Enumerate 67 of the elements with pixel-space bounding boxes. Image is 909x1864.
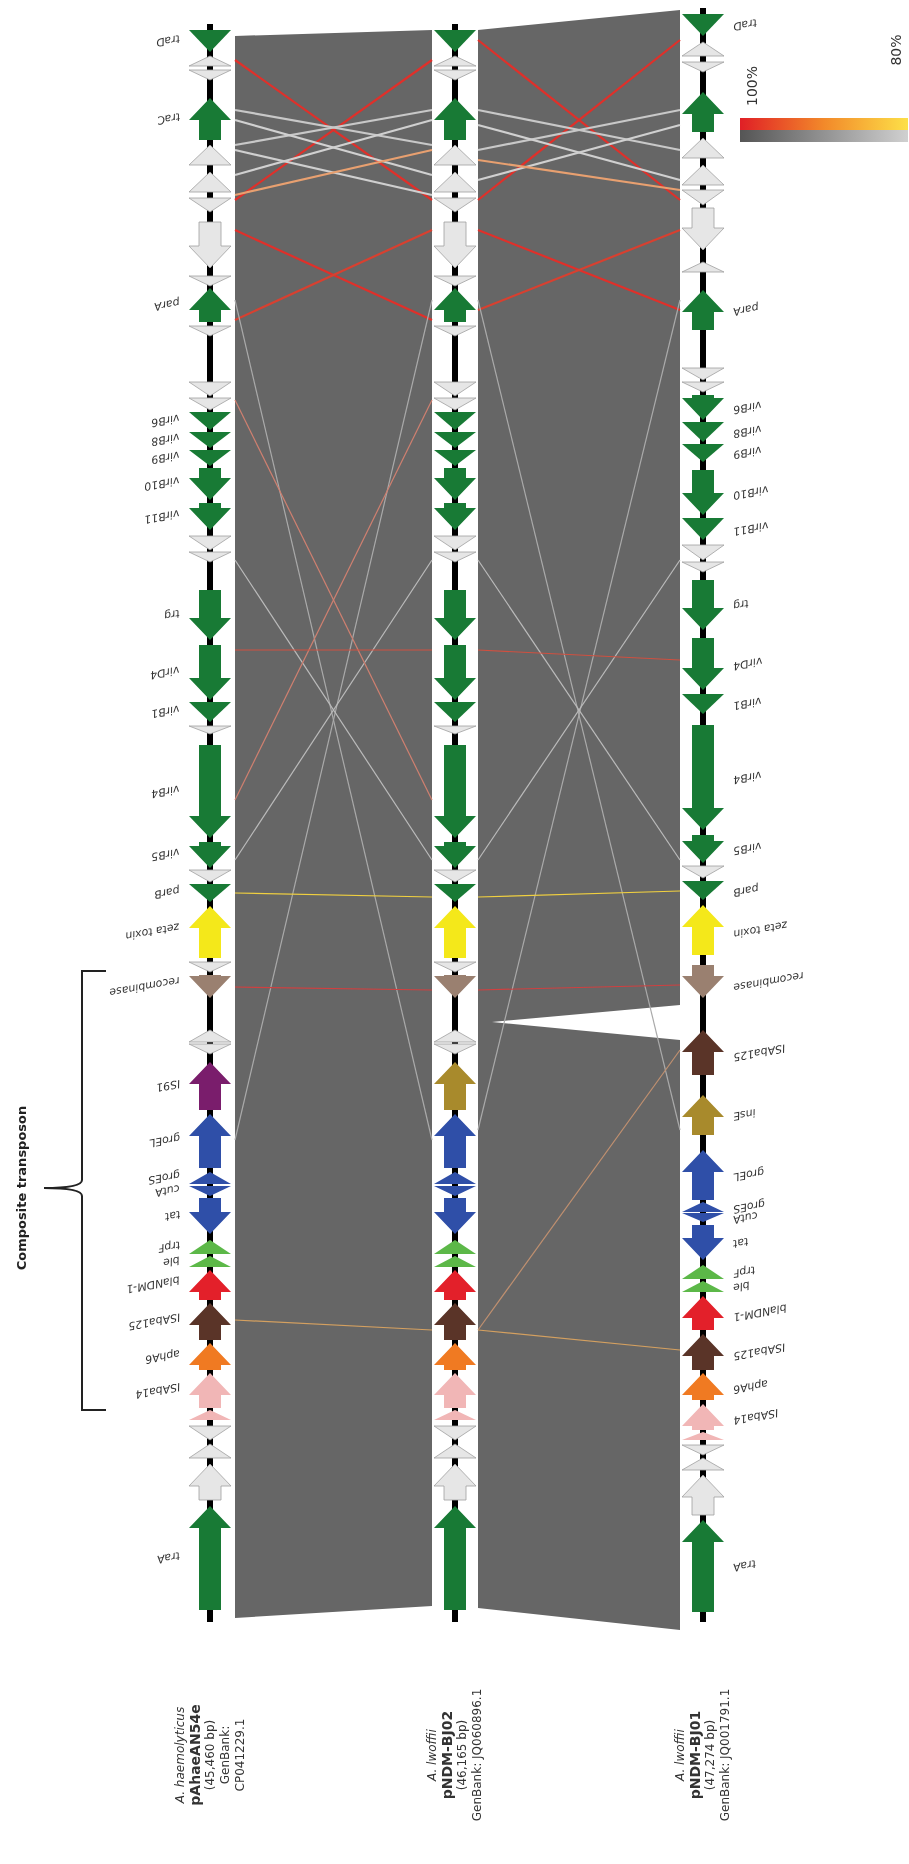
- gene-label: virB5: [150, 845, 181, 864]
- gene-label: virB6: [732, 398, 763, 416]
- gene-label: recombinase: [732, 968, 805, 994]
- gene-label: ISAba125: [732, 1041, 787, 1063]
- gene-label: traA: [155, 1549, 181, 1566]
- gene-label: aphA6: [732, 1376, 770, 1396]
- gene-label: recombinase: [108, 973, 181, 999]
- gene-label: ble: [732, 1278, 751, 1294]
- gene-label: virB4: [732, 768, 763, 786]
- gene-label: aphA6: [143, 1346, 181, 1366]
- gene-label: traD: [732, 16, 758, 33]
- gene-label: virB11: [732, 519, 770, 538]
- plasmid-caption: (45,460 bp): [202, 1719, 218, 1791]
- plasmid-caption: A. lwoffii: [673, 1728, 688, 1784]
- gene-label: virB8: [732, 422, 763, 441]
- gene-label: trg: [732, 596, 750, 613]
- plasmid-caption: pAhaeAN54e: [187, 1703, 203, 1808]
- gene-label: parB: [153, 883, 181, 902]
- plasmid-caption: GenBank: JQ001791.1: [718, 1687, 733, 1824]
- gene-label: trg: [163, 606, 181, 623]
- gene-label: virB11: [143, 506, 181, 526]
- gene-label: virB8: [150, 430, 181, 449]
- gene-label: parA: [732, 300, 760, 319]
- gene-label: traC: [155, 110, 181, 127]
- gene-label: virB6: [150, 411, 181, 430]
- gene-label: groEL: [147, 1131, 181, 1150]
- gene-label: ble: [162, 1253, 181, 1269]
- gene-label: parA: [153, 295, 181, 314]
- scale-label: 80%: [888, 34, 904, 66]
- plasmid-caption: pNDM-BJ02: [440, 1709, 455, 1802]
- gene-label: zeta toxin: [732, 918, 789, 941]
- gene-label: virB10: [143, 474, 181, 493]
- plasmid-caption: A. haemolyticus: [172, 1705, 188, 1806]
- gene-label: traD: [155, 32, 181, 49]
- gene-label: virD4: [149, 663, 181, 681]
- gene-label: IS91: [154, 1077, 181, 1094]
- gene-label: blaNDM-1: [732, 1301, 788, 1324]
- plasmid-caption: GenBank: JQ060896.1: [470, 1687, 485, 1824]
- gene-label: ISAba125: [126, 1310, 181, 1332]
- plasmid-caption: (46,165 bp): [455, 1718, 470, 1793]
- gene-label: virB4: [150, 782, 181, 800]
- gene-label: groEL: [732, 1165, 766, 1184]
- gene-label: virB10: [732, 482, 770, 502]
- gene-label: virD4: [732, 654, 764, 673]
- plasmid-caption: (47,274 bp): [703, 1718, 718, 1793]
- gene-label: virB1: [150, 702, 181, 721]
- gene-label: virB5: [732, 839, 763, 858]
- gene-label: tat: [732, 1234, 750, 1250]
- gene-label: insE: [732, 1106, 757, 1123]
- gene-label: trpF: [156, 1238, 181, 1255]
- gene-label: blaNDM-1: [125, 1273, 181, 1296]
- scale-label: 100%: [744, 66, 760, 106]
- plasmid-caption: pNDM-BJ01: [688, 1709, 703, 1802]
- plasmid-caption: A. lwoffii: [425, 1728, 440, 1784]
- gene-label: ISAba14: [732, 1406, 780, 1427]
- gene-label: virB9: [150, 448, 181, 467]
- gene-label: parB: [732, 881, 760, 899]
- gene-label: zeta toxin: [124, 920, 181, 943]
- gene-label: ISAba125: [732, 1340, 787, 1363]
- plasmid-caption: GenBank: CP041229.1: [217, 1717, 248, 1794]
- gene-label: virB9: [732, 443, 763, 462]
- gene-label: tat: [163, 1207, 181, 1224]
- gene-label: virB1: [732, 694, 763, 713]
- gene-label: ISAba14: [133, 1379, 181, 1401]
- gene-label: traA: [732, 1557, 758, 1574]
- gene-label: trpF: [732, 1263, 757, 1280]
- bracket-label: Composite transposon: [13, 1105, 29, 1271]
